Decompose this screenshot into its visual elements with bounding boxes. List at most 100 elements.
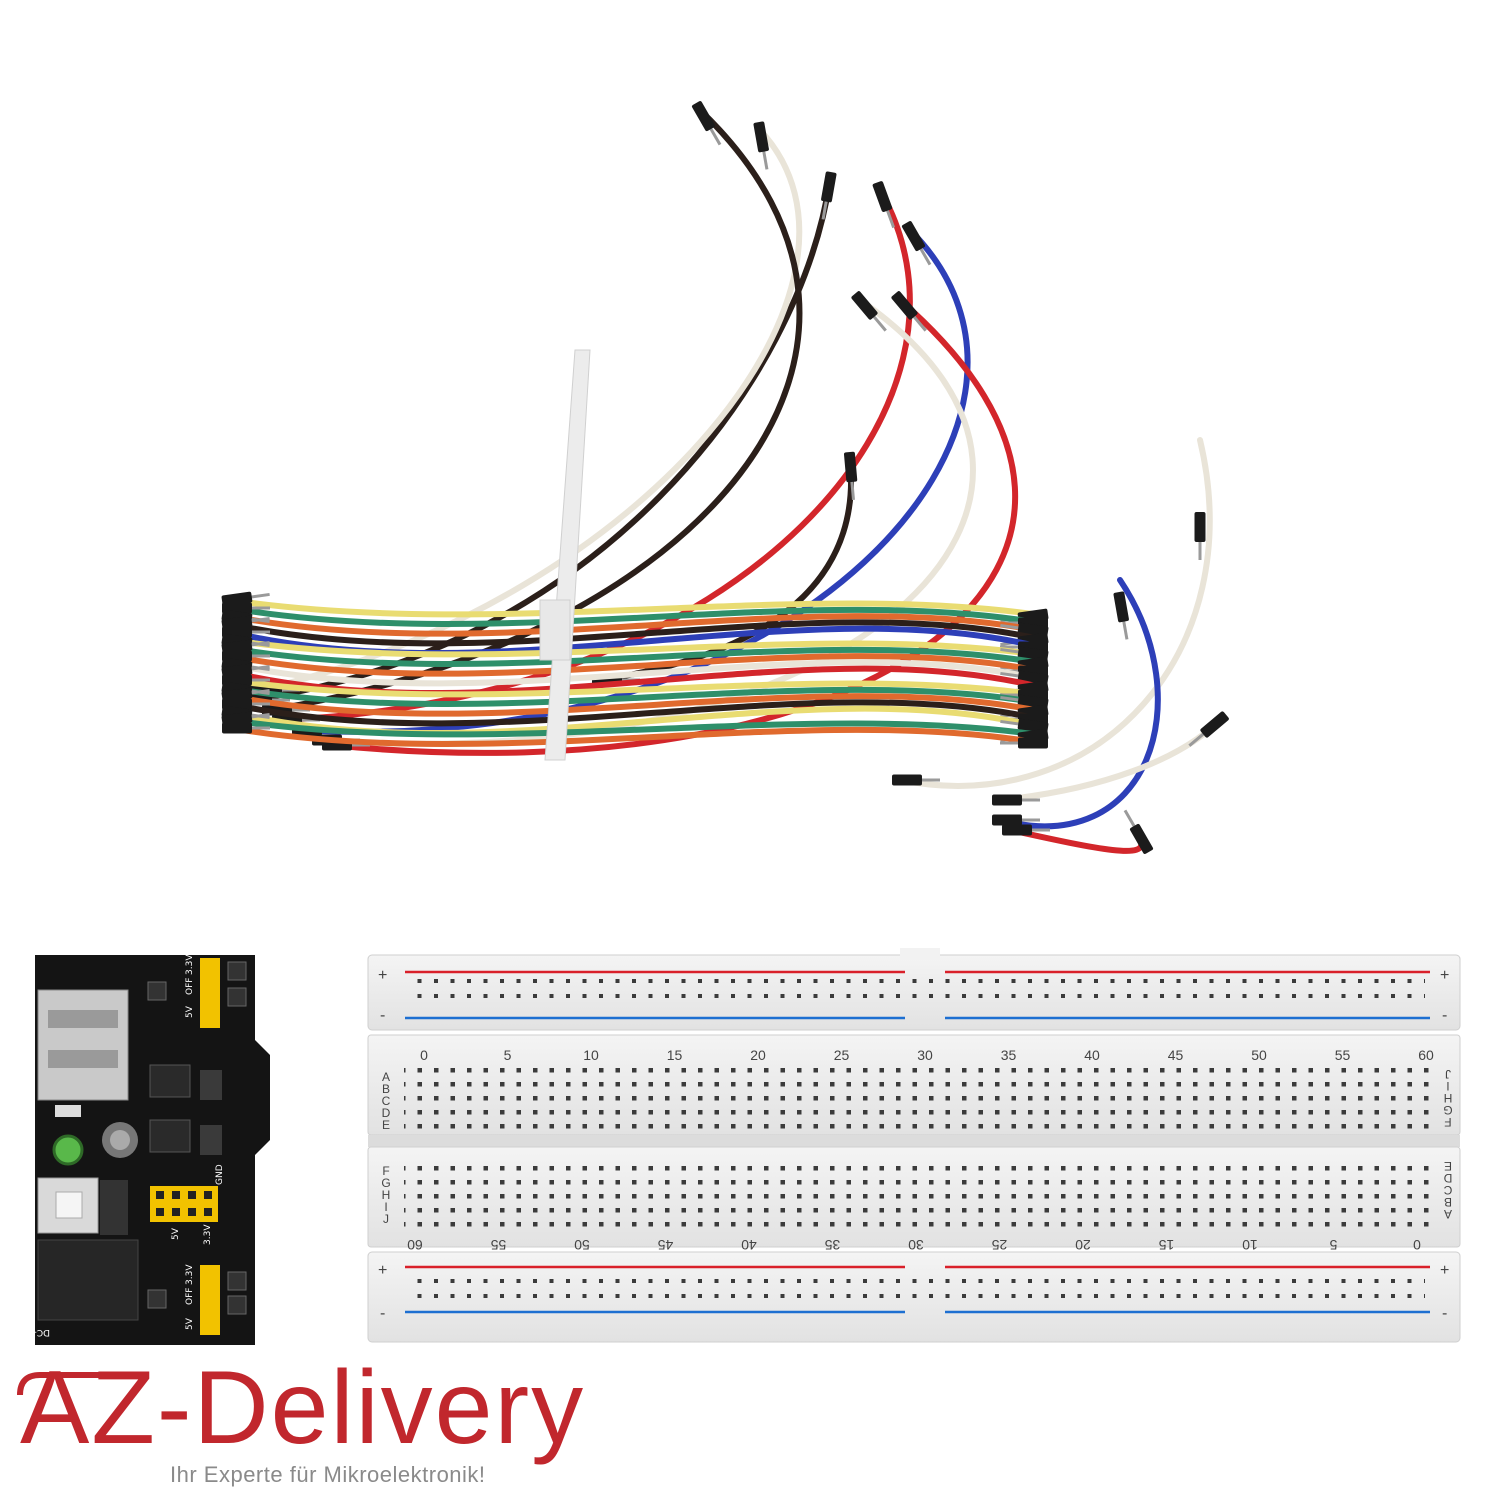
bottom-column-number: 15 bbox=[1159, 1237, 1175, 1253]
row-letter-left-upper: C bbox=[382, 1094, 391, 1108]
jumper-bottom-label-off: OFF bbox=[185, 1288, 195, 1305]
bundle-wire bbox=[227, 605, 1043, 627]
bottom-column-number: 45 bbox=[658, 1237, 674, 1253]
bottom-rail-holes bbox=[415, 1275, 1425, 1305]
top-column-number: 50 bbox=[1251, 1047, 1267, 1063]
row-letter-right-lower: C bbox=[1443, 1183, 1452, 1197]
top-column-number: 60 bbox=[1418, 1047, 1434, 1063]
jumper-top bbox=[200, 958, 220, 1028]
brand-tagline: Ihr Experte für Mikroelektronik! bbox=[170, 1462, 486, 1487]
top-rail-plus-left: + bbox=[378, 967, 387, 984]
bottom-rail-plus-right: + bbox=[1440, 1262, 1449, 1279]
gnd-label: GND bbox=[215, 1164, 225, 1185]
bottom-column-number: 50 bbox=[574, 1237, 590, 1253]
top-rail-minus-left: - bbox=[380, 1007, 385, 1024]
bottom-column-number: 20 bbox=[1075, 1237, 1091, 1253]
top-column-number: 40 bbox=[1084, 1047, 1100, 1063]
jumper-top-label-off: OFF bbox=[185, 978, 195, 995]
row-letter-right-lower: B bbox=[1444, 1195, 1452, 1209]
v5-label: 5V bbox=[171, 1227, 181, 1240]
brand-name: AZ-Delivery bbox=[20, 1350, 586, 1466]
row-letter-right-upper: G bbox=[1443, 1103, 1452, 1117]
cable-tie bbox=[539, 349, 591, 761]
row-letter-left-lower: H bbox=[382, 1188, 391, 1202]
lower-holes bbox=[404, 1160, 1430, 1230]
row-letter-right-lower: A bbox=[1444, 1207, 1452, 1221]
bundle-wire bbox=[227, 659, 1043, 687]
top-rail-holes bbox=[415, 978, 1425, 1008]
row-letter-left-upper: B bbox=[382, 1082, 390, 1096]
bottom-column-number: 10 bbox=[1242, 1237, 1258, 1253]
brand-logo: AZ-Delivery Ihr Experte für Mikroelektro… bbox=[20, 1356, 620, 1487]
bottom-column-number: 25 bbox=[992, 1237, 1008, 1253]
bottom-column-number: 60 bbox=[407, 1237, 423, 1253]
center-channel bbox=[368, 1135, 1460, 1147]
jumper-bottom bbox=[200, 1265, 220, 1335]
bottom-rail-minus-right: - bbox=[1442, 1305, 1447, 1322]
row-letter-right-upper: F bbox=[1444, 1115, 1451, 1129]
jumper-wire bbox=[897, 437, 1213, 789]
jumper-bottom-label-5v: 5V bbox=[185, 1317, 195, 1330]
jumper-wire bbox=[257, 127, 803, 693]
jumper-bottom-label-3v3: 3.3V bbox=[185, 1264, 195, 1285]
row-letter-left-lower: G bbox=[381, 1176, 390, 1190]
top-column-number: 35 bbox=[1001, 1047, 1017, 1063]
wire-plug bbox=[851, 291, 887, 332]
wire-plug bbox=[992, 794, 1040, 806]
row-letter-left-upper: D bbox=[382, 1106, 391, 1120]
top-column-number: 5 bbox=[504, 1047, 512, 1063]
bundle-wire bbox=[227, 693, 1043, 717]
wire-plug bbox=[891, 291, 927, 332]
row-letter-left-lower: F bbox=[382, 1164, 389, 1178]
top-column-number: 10 bbox=[583, 1047, 599, 1063]
wire-plug bbox=[1188, 711, 1229, 747]
jumper-top-label-5v: 5V bbox=[185, 1005, 195, 1018]
wire-plug bbox=[1000, 737, 1048, 749]
bundle-wire bbox=[227, 677, 1043, 698]
voltage-regulator bbox=[149, 1064, 191, 1098]
wire-plug bbox=[901, 221, 932, 266]
row-letter-left-upper: E bbox=[382, 1118, 390, 1132]
wire-plug bbox=[843, 451, 858, 500]
v33-label: 3.3V bbox=[203, 1224, 213, 1245]
top-column-number: 55 bbox=[1335, 1047, 1351, 1063]
wire-plug bbox=[753, 121, 769, 170]
jumper-top-label-3v3: 3.3V bbox=[185, 954, 195, 975]
wire-plug bbox=[691, 101, 722, 146]
bundle-wire bbox=[227, 685, 1043, 707]
bottom-column-number: 30 bbox=[908, 1237, 924, 1253]
bottom-column-number: 35 bbox=[825, 1237, 841, 1253]
wire-plug bbox=[222, 722, 270, 734]
wire-plug bbox=[821, 171, 837, 220]
power-supply-module: 5V OFF 3.3V GND 5V 3.3V 5V OFF 3.3V DC-i… bbox=[25, 954, 270, 1345]
bottom-column-number: 5 bbox=[1329, 1237, 1337, 1253]
row-letter-right-lower: D bbox=[1443, 1171, 1452, 1185]
bottom-column-number: 0 bbox=[1413, 1237, 1421, 1253]
top-column-number: 20 bbox=[750, 1047, 766, 1063]
wire-plug bbox=[872, 181, 896, 229]
bottom-rail-minus-left: - bbox=[380, 1305, 385, 1322]
logo-swoosh bbox=[17, 1372, 120, 1396]
row-letter-left-lower: I bbox=[384, 1200, 387, 1214]
bundle-wire bbox=[227, 725, 1043, 747]
wire-plug bbox=[1113, 591, 1129, 640]
top-column-number: 30 bbox=[917, 1047, 933, 1063]
wire-plug bbox=[992, 814, 1040, 826]
dc-in-label: DC-in bbox=[25, 1327, 50, 1337]
top-column-number: 45 bbox=[1168, 1047, 1184, 1063]
jumper-wire bbox=[997, 577, 1161, 830]
wire-plug bbox=[1123, 809, 1154, 854]
bundle-wire bbox=[227, 699, 1043, 727]
wire-plug bbox=[892, 774, 940, 786]
upper-holes bbox=[404, 1066, 1430, 1136]
top-column-number: 25 bbox=[834, 1047, 850, 1063]
bundle-wire bbox=[227, 637, 1043, 658]
row-letter-right-lower: E bbox=[1444, 1159, 1452, 1173]
top-column-number: 15 bbox=[667, 1047, 683, 1063]
row-letter-left-upper: A bbox=[382, 1070, 390, 1084]
bottom-column-number: 40 bbox=[741, 1237, 757, 1253]
usb-port bbox=[37, 989, 129, 1101]
